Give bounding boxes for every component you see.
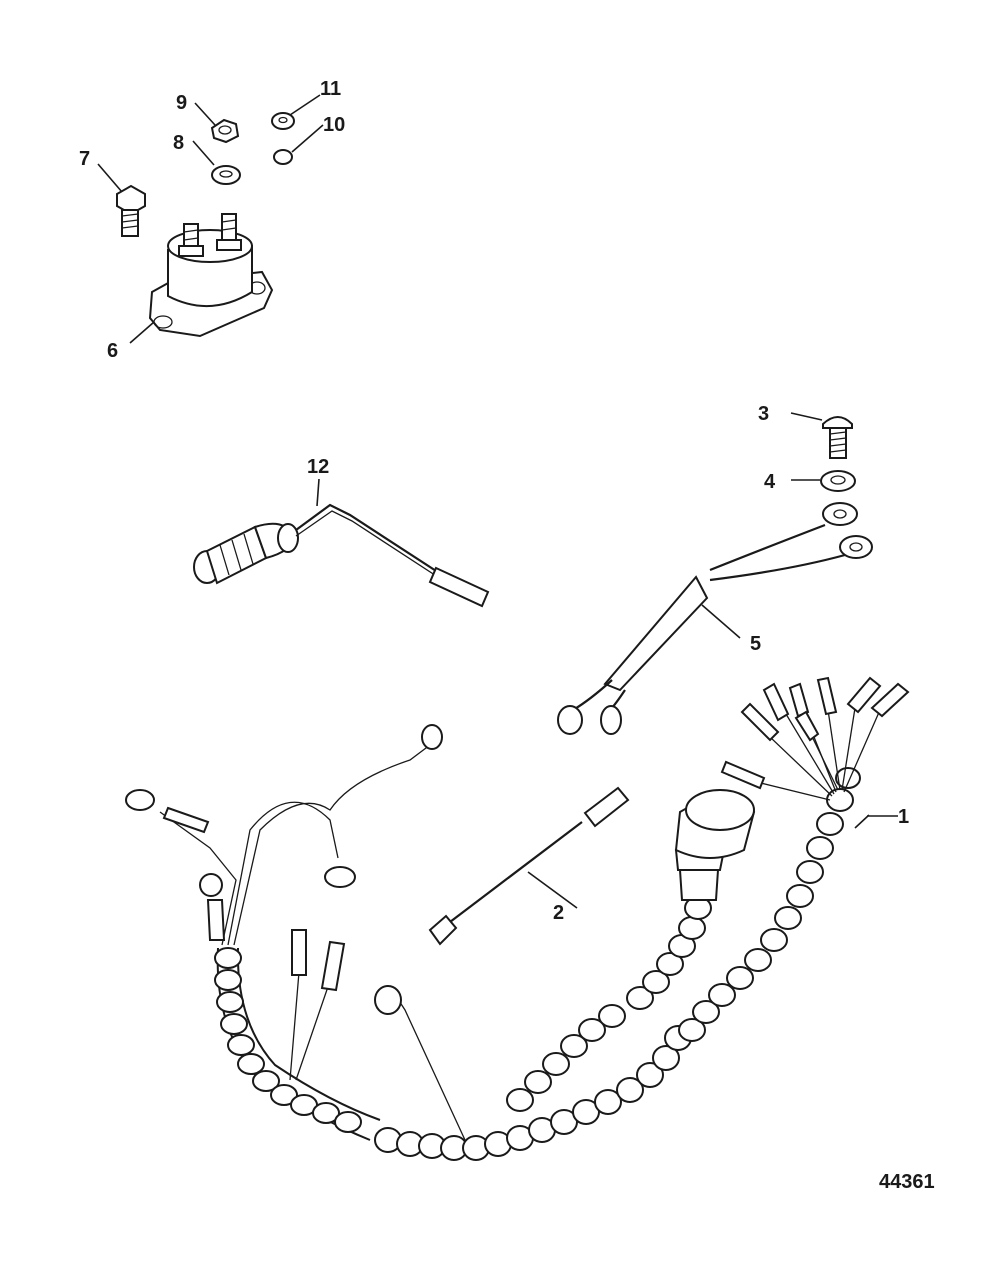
- harness-ring-terminals: [125, 724, 466, 1141]
- figure-number: 44361: [879, 1171, 935, 1193]
- callout-5: 5: [750, 633, 761, 655]
- harness-coils-left: [214, 947, 362, 1133]
- callout-6: 6: [107, 340, 118, 362]
- harness-plug-connector: [674, 789, 756, 901]
- wiring-harness-1: [125, 676, 910, 1161]
- nut-10: [273, 149, 293, 165]
- solenoid: [148, 213, 274, 338]
- washer-11: [271, 112, 295, 130]
- hex-nut-9: [210, 118, 240, 144]
- callout-2: 2: [553, 902, 564, 924]
- callout-10: 10: [323, 114, 345, 136]
- washer-4: [820, 470, 856, 492]
- leader-lines: [97, 94, 898, 909]
- harness-coils-right: [678, 767, 861, 1042]
- jumper-wire-2: [428, 786, 630, 946]
- callout-9: 9: [176, 92, 187, 114]
- harness-terminal-leads: [720, 676, 910, 801]
- harness-coils-bottom: [374, 1025, 692, 1161]
- bolt-7: [116, 184, 146, 237]
- callout-12: 12: [307, 456, 329, 478]
- callout-1: 1: [898, 806, 909, 828]
- battery-cable-5: [557, 502, 873, 735]
- callout-11: 11: [320, 78, 341, 100]
- washer-8: [211, 165, 241, 185]
- sensor-12: [193, 503, 490, 608]
- callout-7: 7: [79, 148, 90, 170]
- bolt-3: [822, 416, 853, 459]
- harness-coils-connector: [626, 896, 712, 1010]
- callout-3: 3: [758, 403, 769, 425]
- callout-labels: 1 2 3 4 5 6 7 8 9 10 11 12: [79, 78, 909, 924]
- harness-coils-middle: [506, 1004, 626, 1112]
- callout-4: 4: [764, 471, 776, 493]
- callout-8: 8: [173, 132, 184, 154]
